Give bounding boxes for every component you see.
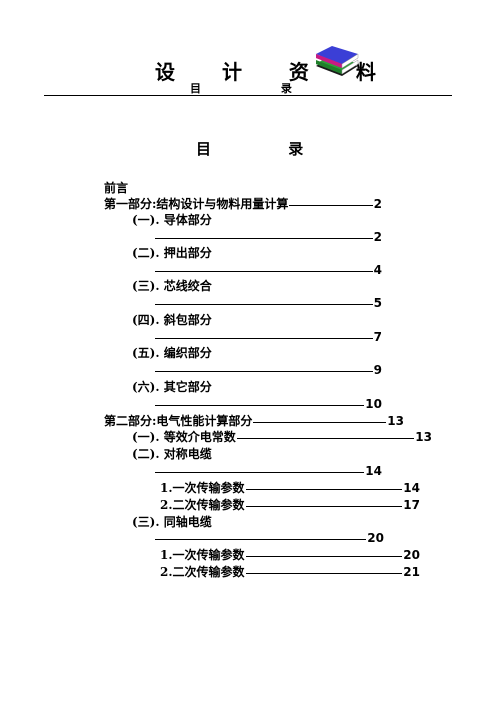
toc-page-number: 17 (403, 498, 420, 512)
toc-entry-title: 2.二次传输参数 (160, 498, 245, 512)
toc-entry: 7 (154, 329, 382, 345)
toc-entry: 20 (154, 530, 384, 546)
toc-leader-line (289, 205, 373, 206)
toc-page-number: 5 (373, 296, 382, 310)
toc-entry: 1.一次传输参数 20 (160, 547, 420, 563)
toc-entry-title: 1.一次传输参数 (160, 548, 245, 562)
toc-page-number: 13 (387, 414, 404, 428)
toc-entry: (六). 其它部分 (132, 379, 212, 395)
toc-leader-line (245, 489, 403, 490)
toc-leader-line (155, 338, 373, 339)
toc-entry: 14 (154, 463, 382, 479)
toc-page-number: 20 (367, 531, 384, 545)
toc-entry-title: 前言 (104, 181, 129, 195)
toc-entry-title: (三). 芯线绞合 (132, 279, 212, 293)
book-stack-icon (316, 46, 359, 76)
toc-leader-line (245, 556, 403, 557)
toc-entry: 2.二次传输参数 21 (160, 564, 420, 580)
toc-leader-line (155, 238, 373, 239)
toc-entry: 2.二次传输参数 17 (160, 497, 420, 513)
toc-leader-line (155, 539, 367, 540)
toc-leader-line (155, 405, 365, 406)
toc-entry-title: (一). 等效介电常数 (132, 430, 236, 444)
toc-leader-line (236, 438, 415, 439)
toc-page-number: 14 (403, 481, 420, 495)
toc-entry-title: 第一部分:结构设计与物料用量计算 (104, 197, 289, 211)
toc-entry-title: (六). 其它部分 (132, 380, 212, 394)
toc-entry: (二). 对称电缆 (132, 446, 212, 462)
toc-entry-title: 2.二次传输参数 (160, 565, 245, 579)
toc-page-number: 9 (373, 363, 382, 377)
toc-entry: 10 (154, 396, 382, 412)
toc-page-number: 10 (365, 397, 382, 411)
toc-entry: (一). 等效介电常数 13 (132, 429, 432, 445)
toc-entry-title: (二). 押出部分 (132, 246, 212, 260)
toc-entry: (五). 编织部分 (132, 345, 212, 361)
toc-entry: 第一部分:结构设计与物料用量计算 2 (104, 196, 382, 212)
toc-leader-line (245, 506, 403, 507)
toc-entry: 第二部分:电气性能计算部分 13 (104, 413, 404, 429)
toc-leader-line (253, 422, 387, 423)
toc-entry: (三). 芯线绞合 (132, 278, 212, 294)
toc-leader-line (155, 271, 373, 272)
toc-entry: 1.一次传输参数 14 (160, 480, 420, 496)
toc-page-number: 13 (415, 430, 432, 444)
toc-entry: 前言 (104, 180, 128, 196)
toc-page-number: 20 (403, 548, 420, 562)
toc-page-number: 21 (403, 565, 420, 579)
toc-page-number: 4 (373, 263, 382, 277)
toc-heading: 目 录 (196, 140, 340, 158)
header-subtitle: 目 录 (190, 82, 330, 95)
toc-entry: 4 (154, 262, 382, 278)
toc-page-number: 7 (373, 330, 382, 344)
toc-entry: 2 (154, 229, 382, 245)
toc-entry: (二). 押出部分 (132, 245, 212, 261)
toc-entry-title: (二). 对称电缆 (132, 447, 212, 461)
toc-entry-title: 第二部分:电气性能计算部分 (104, 414, 253, 428)
toc-page-number: 2 (373, 197, 382, 211)
toc-entry: (三). 同轴电缆 (132, 514, 212, 530)
header-divider (44, 95, 452, 96)
toc-page-number: 14 (365, 464, 382, 478)
toc-entry-title: (一). 导体部分 (132, 213, 212, 227)
toc-leader-line (155, 304, 373, 305)
toc-leader-line (245, 573, 403, 574)
toc-entry-title: (五). 编织部分 (132, 346, 212, 360)
toc-entry: (一). 导体部分 (132, 212, 212, 228)
toc-page-number: 2 (373, 230, 382, 244)
toc-entry-title: (三). 同轴电缆 (132, 515, 212, 529)
toc-leader-line (155, 472, 365, 473)
toc-entry: 9 (154, 362, 382, 378)
toc-entry-title: (四). 斜包部分 (132, 313, 212, 327)
toc-leader-line (155, 371, 373, 372)
toc-entry: 5 (154, 295, 382, 311)
toc-entry: (四). 斜包部分 (132, 312, 212, 328)
toc-entry-title: 1.一次传输参数 (160, 481, 245, 495)
